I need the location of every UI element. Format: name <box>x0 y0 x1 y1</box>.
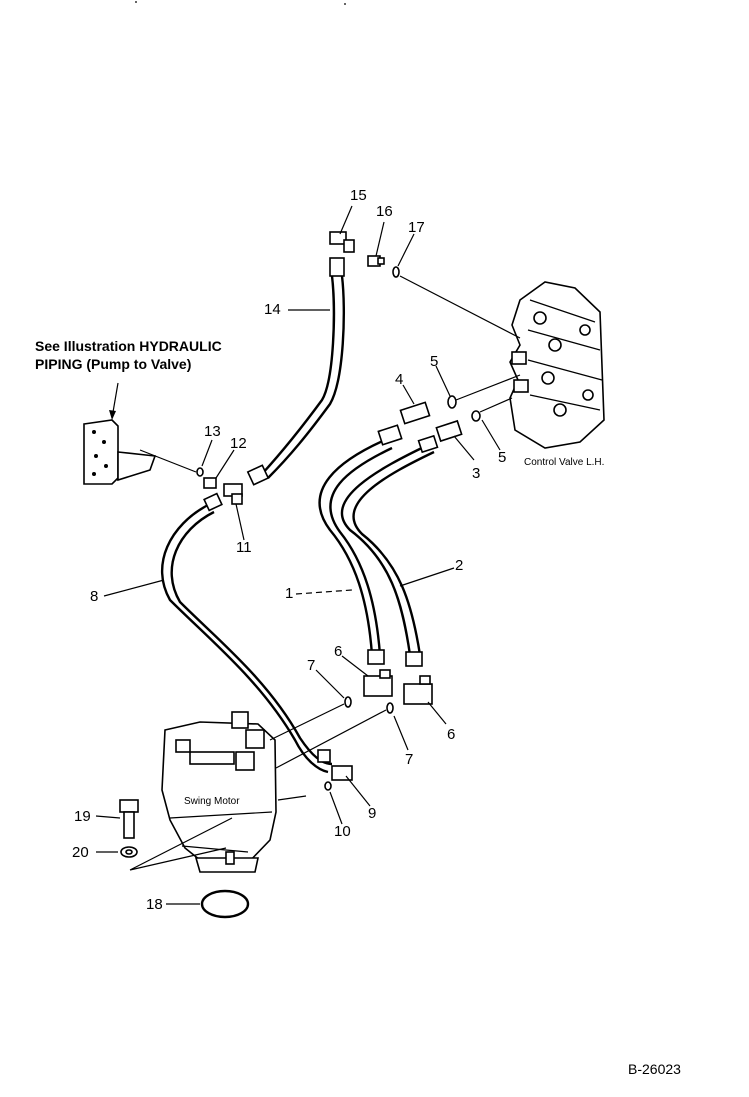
callout-8: 8 <box>90 588 98 605</box>
callout-5-upper: 5 <box>430 353 438 370</box>
callout-5-lower: 5 <box>498 449 506 466</box>
callout-13: 13 <box>204 423 221 440</box>
hose-14 <box>261 275 336 475</box>
callout-15: 15 <box>350 187 367 204</box>
callout-numbers: 1 2 3 4 5 5 6 6 7 7 8 9 10 11 12 13 14 1… <box>72 187 506 913</box>
control-valve <box>509 281 605 449</box>
note-line-2: PIPING (Pump to Valve) <box>35 356 191 372</box>
drawing-code: B-26023 <box>628 1061 681 1077</box>
callout-19: 19 <box>74 808 91 825</box>
hose-8 <box>160 503 329 774</box>
control-valve-label: Control Valve L.H. <box>524 457 604 468</box>
swing-motor-label: Swing Motor <box>184 796 240 807</box>
leader-lines <box>95 205 501 905</box>
callout-6-right: 6 <box>447 726 455 743</box>
callout-4: 4 <box>395 371 403 388</box>
tee-11 <box>223 464 270 505</box>
o-ring-7-right <box>386 702 394 714</box>
callout-2: 2 <box>455 557 463 574</box>
o-ring-17 <box>392 266 400 278</box>
fitting-15 <box>329 231 355 277</box>
o-ring-5-upper <box>447 395 457 409</box>
callout-9: 9 <box>368 805 376 822</box>
hose-2 <box>340 443 429 656</box>
fitting-12 <box>203 477 223 512</box>
callout-10: 10 <box>334 823 351 840</box>
callout-6-left: 6 <box>334 643 342 660</box>
callout-7-left: 7 <box>307 657 315 674</box>
elbow-6-left <box>363 649 393 697</box>
o-ring-13 <box>196 467 204 477</box>
fitting-4 <box>377 401 431 446</box>
swing-motor <box>161 711 277 873</box>
fitting-3 <box>417 419 463 454</box>
callout-7-right: 7 <box>405 751 413 768</box>
callout-12: 12 <box>230 435 247 452</box>
note-line-1: See Illustration HYDRAULIC <box>35 338 222 354</box>
elbow-9 <box>317 749 353 781</box>
callout-16: 16 <box>376 203 393 220</box>
elbow-6-right <box>403 651 433 705</box>
note-arrowhead <box>109 410 116 420</box>
plug-16 <box>367 255 385 267</box>
o-ring-10 <box>324 781 332 791</box>
callout-14: 14 <box>264 301 281 318</box>
callout-11: 11 <box>236 539 252 556</box>
callout-1: 1 <box>285 585 293 602</box>
o-ring-5-lower <box>471 410 481 422</box>
pump-block <box>83 419 157 485</box>
callout-20: 20 <box>72 844 89 861</box>
bolt-19 <box>119 799 139 839</box>
callout-3: 3 <box>472 465 480 482</box>
callout-17: 17 <box>408 219 425 236</box>
hose-1 <box>318 438 386 656</box>
callout-18: 18 <box>146 896 163 913</box>
o-ring-18 <box>200 889 250 919</box>
o-ring-7-left <box>344 696 352 708</box>
